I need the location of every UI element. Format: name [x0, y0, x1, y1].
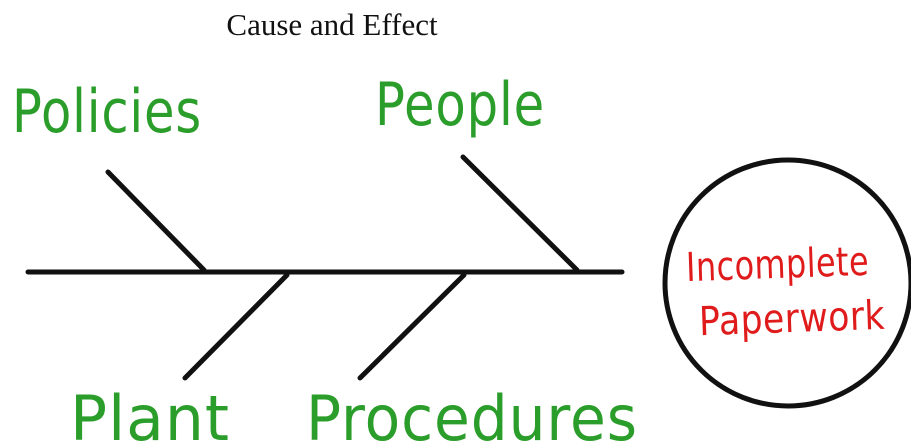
rib-people — [460, 154, 580, 273]
rib-plant — [182, 272, 290, 381]
cause-label-people: People — [375, 70, 545, 140]
rib-procedures — [357, 272, 467, 381]
effect-label-line1: Incomplete — [685, 239, 869, 291]
effect-label-line2: Paperwork — [698, 293, 886, 345]
cause-label-policies: Policies — [12, 77, 202, 147]
effect-circle — [662, 157, 911, 409]
diagram-title: Cause and Effect — [226, 7, 438, 42]
rib-policies — [105, 169, 207, 273]
cause-label-procedures: Procedures — [306, 382, 638, 448]
cause-label-plant: Plant — [70, 382, 230, 448]
